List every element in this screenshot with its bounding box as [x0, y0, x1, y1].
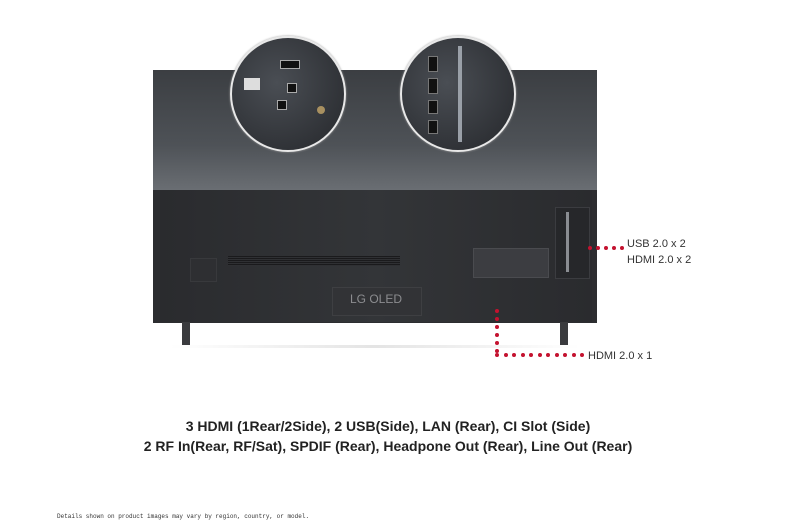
hdmi-port-icon: [428, 56, 438, 72]
rear-ports-zoom: [230, 36, 346, 152]
callout-dot: [512, 353, 516, 357]
callout-dot: [620, 246, 624, 250]
callout-dot: [495, 317, 499, 321]
connectivity-line-1: 3 HDMI (1Rear/2Side), 2 USB(Side), LAN (…: [185, 418, 591, 434]
connectivity-line-2: 2 RF In(Rear, RF/Sat), SPDIF (Rear), Hea…: [143, 438, 633, 454]
rear-port-panel: [473, 248, 549, 278]
callout-dot: [495, 353, 499, 357]
usb-port-icon: [428, 120, 438, 134]
tv-panel: [153, 70, 597, 195]
callout-dot: [537, 353, 542, 357]
callout-dot: [495, 349, 499, 353]
usb-port-icon: [428, 100, 438, 114]
spdif-port-icon: [277, 100, 287, 110]
callout-dot: [529, 353, 533, 357]
side-port-panel: [555, 207, 590, 279]
tv-leg-right: [560, 322, 568, 346]
callout-dot: [612, 246, 616, 250]
callout-dot: [596, 246, 600, 250]
side-ci-slot: [566, 212, 569, 272]
logo-plate: [332, 287, 422, 316]
callout-dot: [546, 353, 550, 357]
tv-leg-left: [182, 322, 190, 346]
callout-dot: [520, 353, 525, 357]
callout-dot: [588, 246, 592, 250]
vent-grille: [228, 256, 400, 266]
side-ports-zoom: [400, 36, 516, 152]
rf-port-icon: [317, 106, 325, 114]
callout-dot: [563, 353, 567, 357]
headphone-port-icon: [287, 83, 297, 93]
callout-dot: [495, 341, 499, 345]
disclaimer: Details shown on product images may vary…: [57, 513, 310, 520]
callout-dot: [580, 353, 584, 357]
side-callout-hdmi: HDMI 2.0 x 2: [627, 254, 692, 266]
callout-dot: [503, 353, 508, 357]
callout-dot: [604, 246, 608, 250]
power-port: [190, 258, 217, 282]
callout-dot: [495, 333, 499, 337]
side-callout-usb: USB 2.0 x 2: [627, 238, 686, 250]
callout-dot: [571, 353, 576, 357]
hdmi-port-icon: [280, 60, 300, 69]
callout-dot: [495, 309, 499, 313]
ci-slot: [458, 46, 462, 142]
lg-oled-logo: LG OLED: [349, 292, 403, 306]
floor-shadow: [170, 345, 580, 348]
rear-callout-hdmi: HDMI 2.0 x 1: [588, 350, 653, 362]
lan-port-icon: [244, 78, 260, 90]
hdmi-port-icon: [428, 78, 438, 94]
callout-dot: [495, 325, 499, 329]
callout-dot: [554, 353, 559, 357]
